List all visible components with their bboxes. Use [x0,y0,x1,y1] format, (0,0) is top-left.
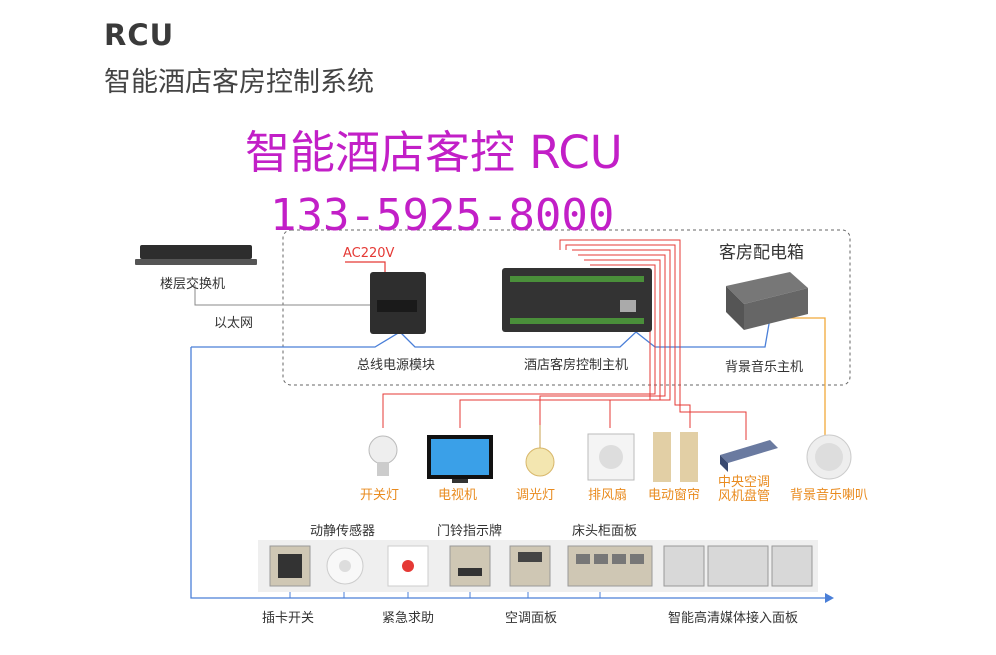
device-label: 中央空调 风机盘管 [718,475,771,504]
subtitle: 智能酒店客房控制系统 [104,67,374,98]
bus-main [190,347,825,599]
ad-phone: 133-5925-8000 [270,190,615,241]
ethernet-line [194,285,370,306]
title: RCU [104,18,175,52]
floor-switch-label: 楼层交换机 [160,277,226,292]
ethernet-label: 以太网 [214,316,254,331]
audio-line [775,317,826,440]
cabinet-label: 客房配电箱 [719,243,804,263]
card-switch-label: 插卡开关 [262,611,315,626]
ad-headline: 智能酒店客控 RCU [245,126,623,179]
ac-panel-label: 空调面板 [505,611,558,626]
motion-sensor-label: 动静传感器 [310,524,376,539]
device-label: 电动窗帘 [648,488,701,503]
host-label: 酒店客房控制主机 [524,358,629,373]
room-box [282,229,851,386]
bg-music-host-label: 背景音乐主机 [725,360,804,375]
bus-top [191,317,771,348]
device-label: 调光灯 [516,488,556,503]
ac-line [345,261,386,275]
media-panel-label: 智能高清媒体接入面板 [668,611,799,626]
bedside-label: 床头柜面板 [572,524,638,539]
emergency-label: 紧急求助 [382,611,435,626]
device-label: 电视机 [438,488,478,503]
device-label: 背景音乐喇叭 [790,488,869,503]
bus-arrow [825,593,834,603]
power-label: AC220V [343,246,395,261]
bus-power-label: 总线电源模块 [357,358,436,373]
doorbell-label: 门铃指示牌 [437,524,503,539]
device-label: 开关灯 [360,488,400,503]
device-label: 排风扇 [588,488,628,503]
